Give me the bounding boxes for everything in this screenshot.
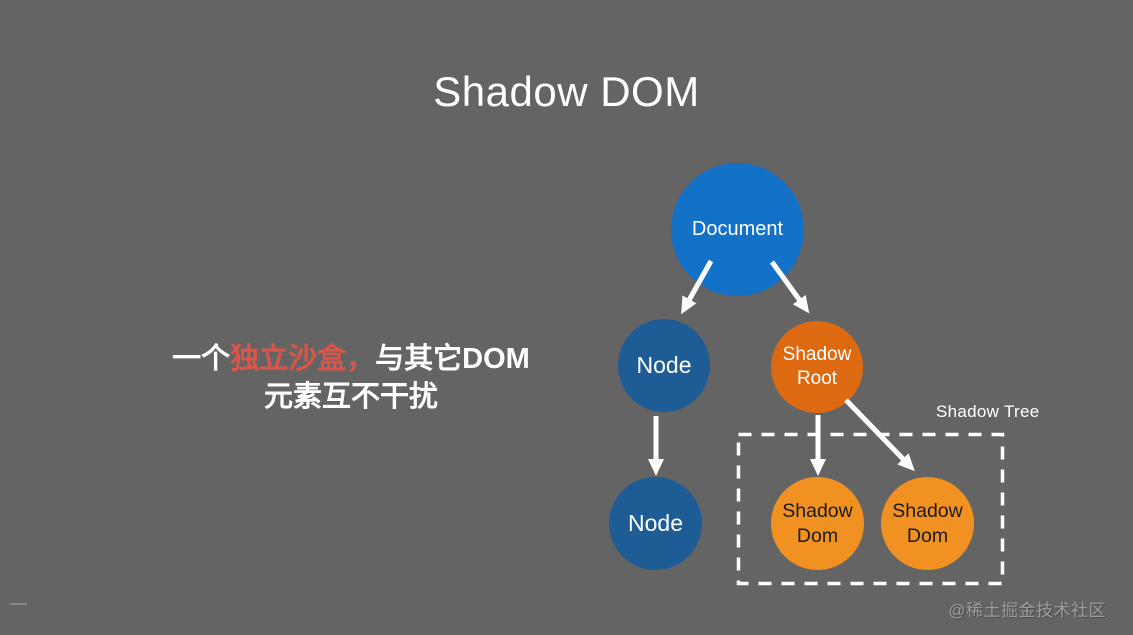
node-child: Node <box>618 319 710 412</box>
description-text: 一个独立沙盒，与其它DOM 元素互不干扰 <box>151 340 551 416</box>
node-leaf: Node <box>609 477 702 570</box>
node-shadow-root: Shadow Root <box>771 321 863 413</box>
node-shadow-dom-right: Shadow Dom <box>881 477 974 570</box>
description-suffix: 与其它DOM <box>375 343 530 375</box>
corner-dash-mark <box>10 603 27 605</box>
description-line-2: 元素互不干扰 <box>263 381 438 413</box>
description-highlight: 独立沙盒， <box>230 343 376 375</box>
watermark: @稀土掘金技术社区 <box>948 601 1106 620</box>
edge-shadow-root-to-shadow-dom-right <box>844 398 915 472</box>
node-document: Document <box>671 163 804 296</box>
shadow-tree-label: Shadow Tree <box>936 402 1040 421</box>
description-line-1: 一个独立沙盒，与其它DOM <box>151 340 551 378</box>
description-prefix: 一个 <box>172 343 231 375</box>
page-title: Shadow DOM <box>433 68 700 115</box>
node-shadow-dom-left: Shadow Dom <box>771 477 864 570</box>
